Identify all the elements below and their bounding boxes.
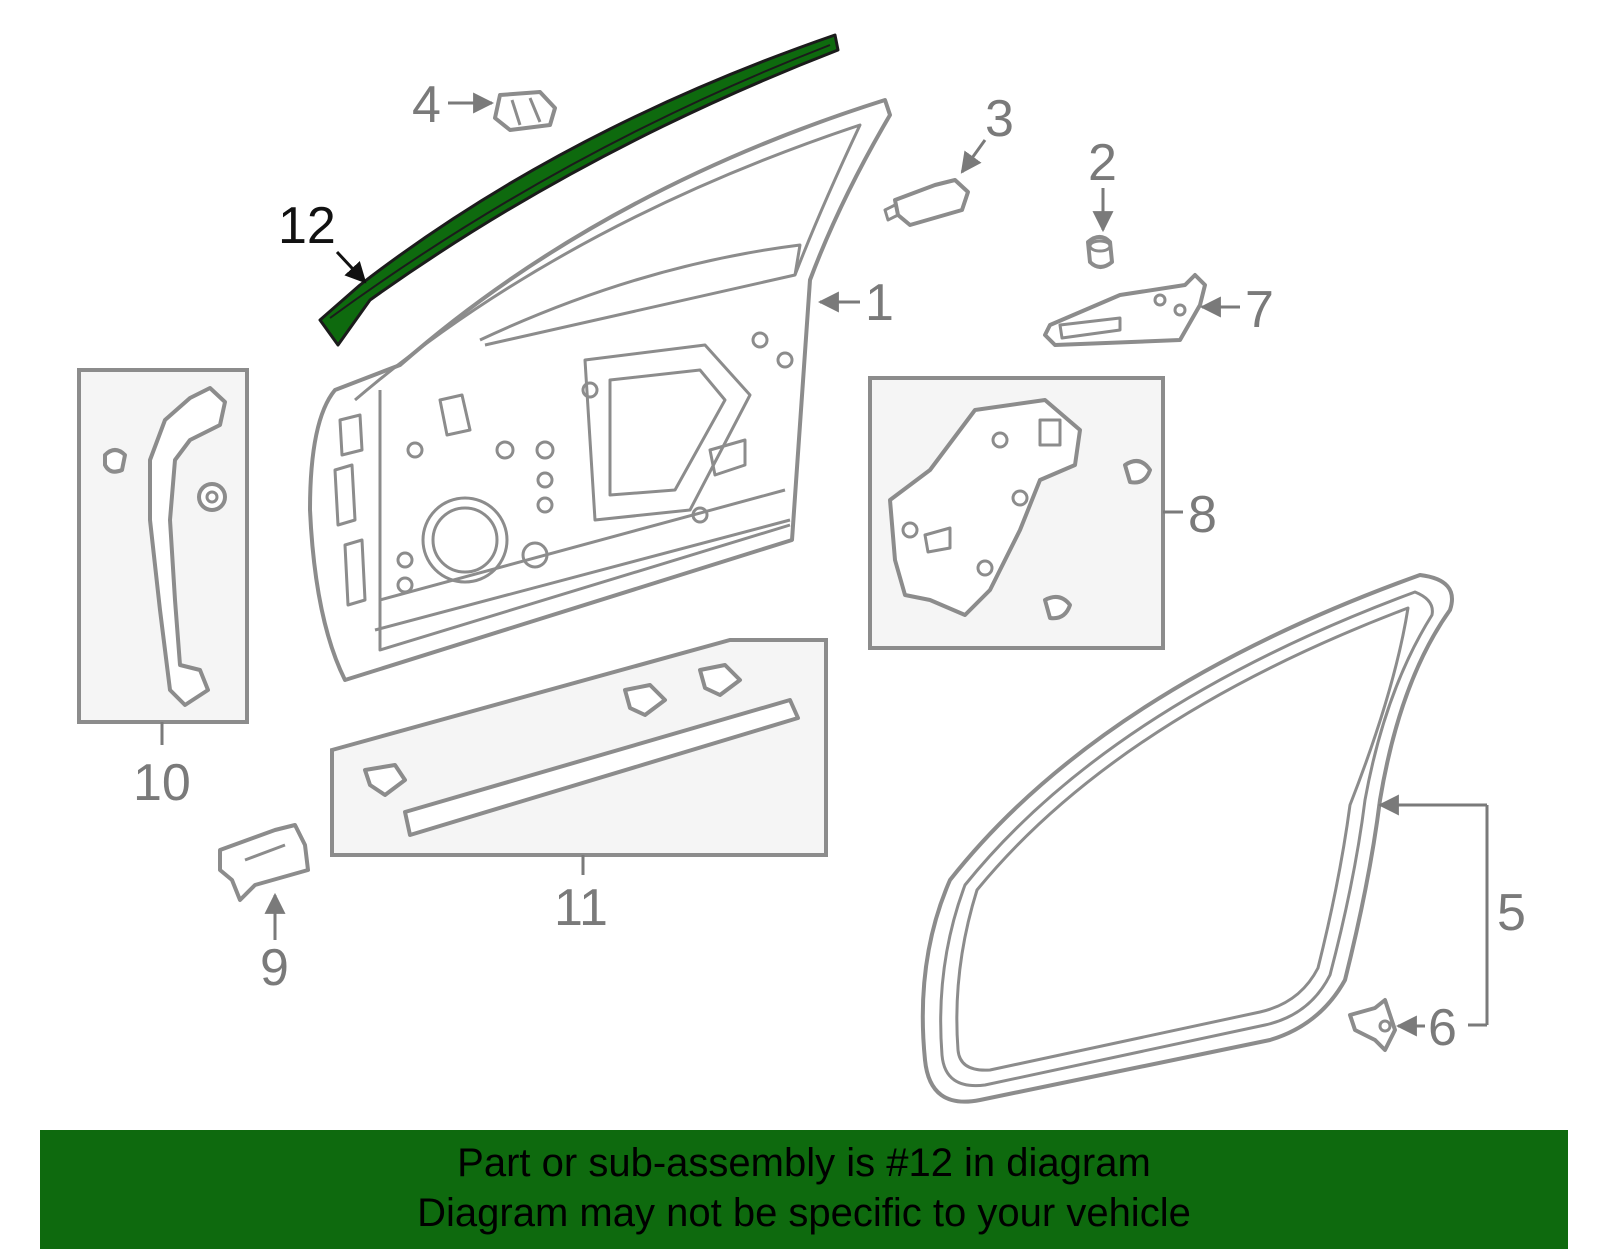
callout-6: 6	[1428, 999, 1457, 1057]
callout-8: 8	[1188, 486, 1217, 544]
callout-3: 3	[985, 90, 1014, 148]
banner-line-1: Part or sub-assembly is #12 in diagram	[457, 1141, 1151, 1185]
part-5-seal[interactable]	[920, 573, 1454, 1104]
part-1-door-shell[interactable]	[308, 98, 892, 682]
callout-12: 12	[278, 197, 336, 255]
part-8-regulator[interactable]	[888, 398, 1152, 621]
callout-7: 7	[1245, 281, 1274, 339]
part-4-clip[interactable]	[493, 90, 557, 132]
callout-9: 9	[260, 939, 289, 997]
callout-4: 4	[412, 76, 441, 134]
part-12-weatherstrip[interactable]	[318, 33, 840, 347]
part-9-bracket[interactable]	[218, 823, 310, 902]
callout-1: 1	[865, 274, 894, 332]
part-2-bumper[interactable]	[1086, 235, 1114, 269]
callout-10: 10	[133, 754, 191, 812]
callout-11: 11	[554, 879, 608, 937]
part-6-clip[interactable]	[1348, 998, 1397, 1052]
banner-line-2: Diagram may not be specific to your vehi…	[417, 1191, 1191, 1235]
part-7-hinge-plate[interactable]	[1043, 273, 1207, 347]
part-info-banner: Part or sub-assembly is #12 in diagram D…	[40, 1130, 1568, 1249]
part-11-molding[interactable]	[363, 663, 800, 837]
callout-5: 5	[1497, 884, 1526, 942]
part-3-connector[interactable]	[883, 178, 970, 227]
callout-2: 2	[1088, 134, 1117, 192]
part-10-handle[interactable]	[103, 386, 227, 707]
